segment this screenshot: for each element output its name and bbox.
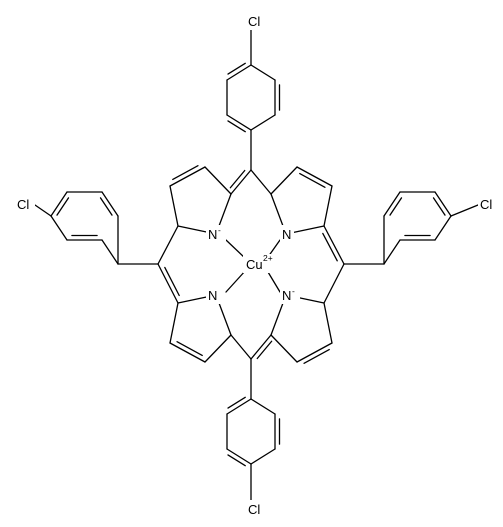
bond-47-second-line (227, 454, 246, 467)
bond-18-second-line (303, 348, 330, 364)
nitrogen-bottom-left-symbol: N (208, 288, 217, 303)
bond-64-second-line (389, 197, 403, 216)
bond-40 (226, 64, 252, 81)
chlorine-bottom-symbol: Cl (248, 502, 260, 517)
chlorine-bottom: Cl (246, 500, 266, 518)
bond-3-second-line (172, 165, 199, 181)
copper-atom: Cu 2+ (243, 253, 273, 273)
copper-charge: 2+ (263, 253, 273, 263)
bond-32 (267, 271, 281, 293)
bond-27 (230, 334, 252, 360)
bond-layer (34, 29, 479, 501)
bond-58 (34, 204, 52, 217)
bond-17 (323, 302, 333, 344)
bond-61 (434, 215, 452, 241)
bond-29 (225, 239, 247, 260)
bond-44 (250, 398, 276, 415)
bond-8-second-line (299, 172, 326, 188)
bond-13 (169, 342, 206, 363)
bond-42 (226, 114, 252, 131)
copper-symbol: Cu (246, 257, 263, 272)
bond-47 (226, 448, 252, 465)
bond-8 (296, 166, 333, 187)
bond-28 (250, 334, 272, 360)
nitrogen-top-left-charge: - (218, 225, 221, 235)
bond-26 (323, 263, 345, 304)
bond-40-second-line (227, 62, 246, 75)
bond-25 (323, 225, 345, 265)
bond-37 (250, 114, 276, 131)
chlorine-top: Cl (246, 12, 266, 30)
bond-25-second-line (322, 232, 338, 262)
bond-2 (169, 185, 179, 227)
nitrogen-bottom-right-symbol: N (282, 288, 291, 303)
bond-54 (50, 191, 68, 217)
bond-18 (296, 342, 333, 363)
bond-21 (230, 169, 252, 195)
bond-49-second-line (227, 396, 246, 409)
bond-53 (50, 215, 68, 241)
chlorine-right-symbol: Cl (480, 197, 492, 212)
bond-42-second-line (227, 120, 246, 133)
bond-49 (226, 398, 252, 415)
bond-39 (250, 64, 276, 81)
bond-62-second-line (432, 197, 446, 216)
bond-9 (270, 166, 298, 195)
bond-24 (157, 263, 179, 304)
bond-31 (225, 269, 247, 293)
nitrogen-top-right-symbol: N (282, 227, 291, 242)
bond-51 (101, 239, 119, 265)
bond-24-second-line (164, 266, 180, 297)
bond-13-second-line (176, 341, 203, 357)
bond-56-second-line (99, 197, 113, 216)
bond-66 (450, 204, 479, 217)
nitrogen-bottom-left: N (206, 286, 220, 304)
bond-3 (169, 166, 206, 187)
bond-59 (383, 239, 401, 265)
bond-14 (204, 334, 232, 363)
bond-22 (250, 169, 272, 195)
bond-56 (101, 191, 119, 217)
bond-62 (434, 191, 452, 217)
bond-54-second-line (56, 197, 70, 216)
chlorine-top-symbol: Cl (248, 14, 260, 29)
nitrogen-top-right: N (280, 225, 294, 243)
bond-4 (204, 166, 232, 195)
bond-7 (323, 185, 333, 227)
bond-46 (250, 448, 276, 465)
nitrogen-top-left-symbol: N (208, 227, 217, 242)
bond-64 (383, 191, 401, 217)
nitrogen-bottom-right-charge: - (292, 286, 295, 296)
chlorine-left-symbol: Cl (17, 197, 29, 212)
bond-28-second-line (256, 340, 273, 360)
bond-23 (157, 225, 179, 265)
bond-19 (270, 334, 298, 363)
bond-12 (169, 302, 179, 344)
chlorine-left: Cl (15, 195, 35, 213)
bond-21-second-line (229, 169, 246, 189)
nitrogen-top-left: N - (206, 225, 226, 243)
chlorine-right: Cl (478, 195, 498, 213)
nitrogen-bottom-right: N - (280, 286, 300, 304)
